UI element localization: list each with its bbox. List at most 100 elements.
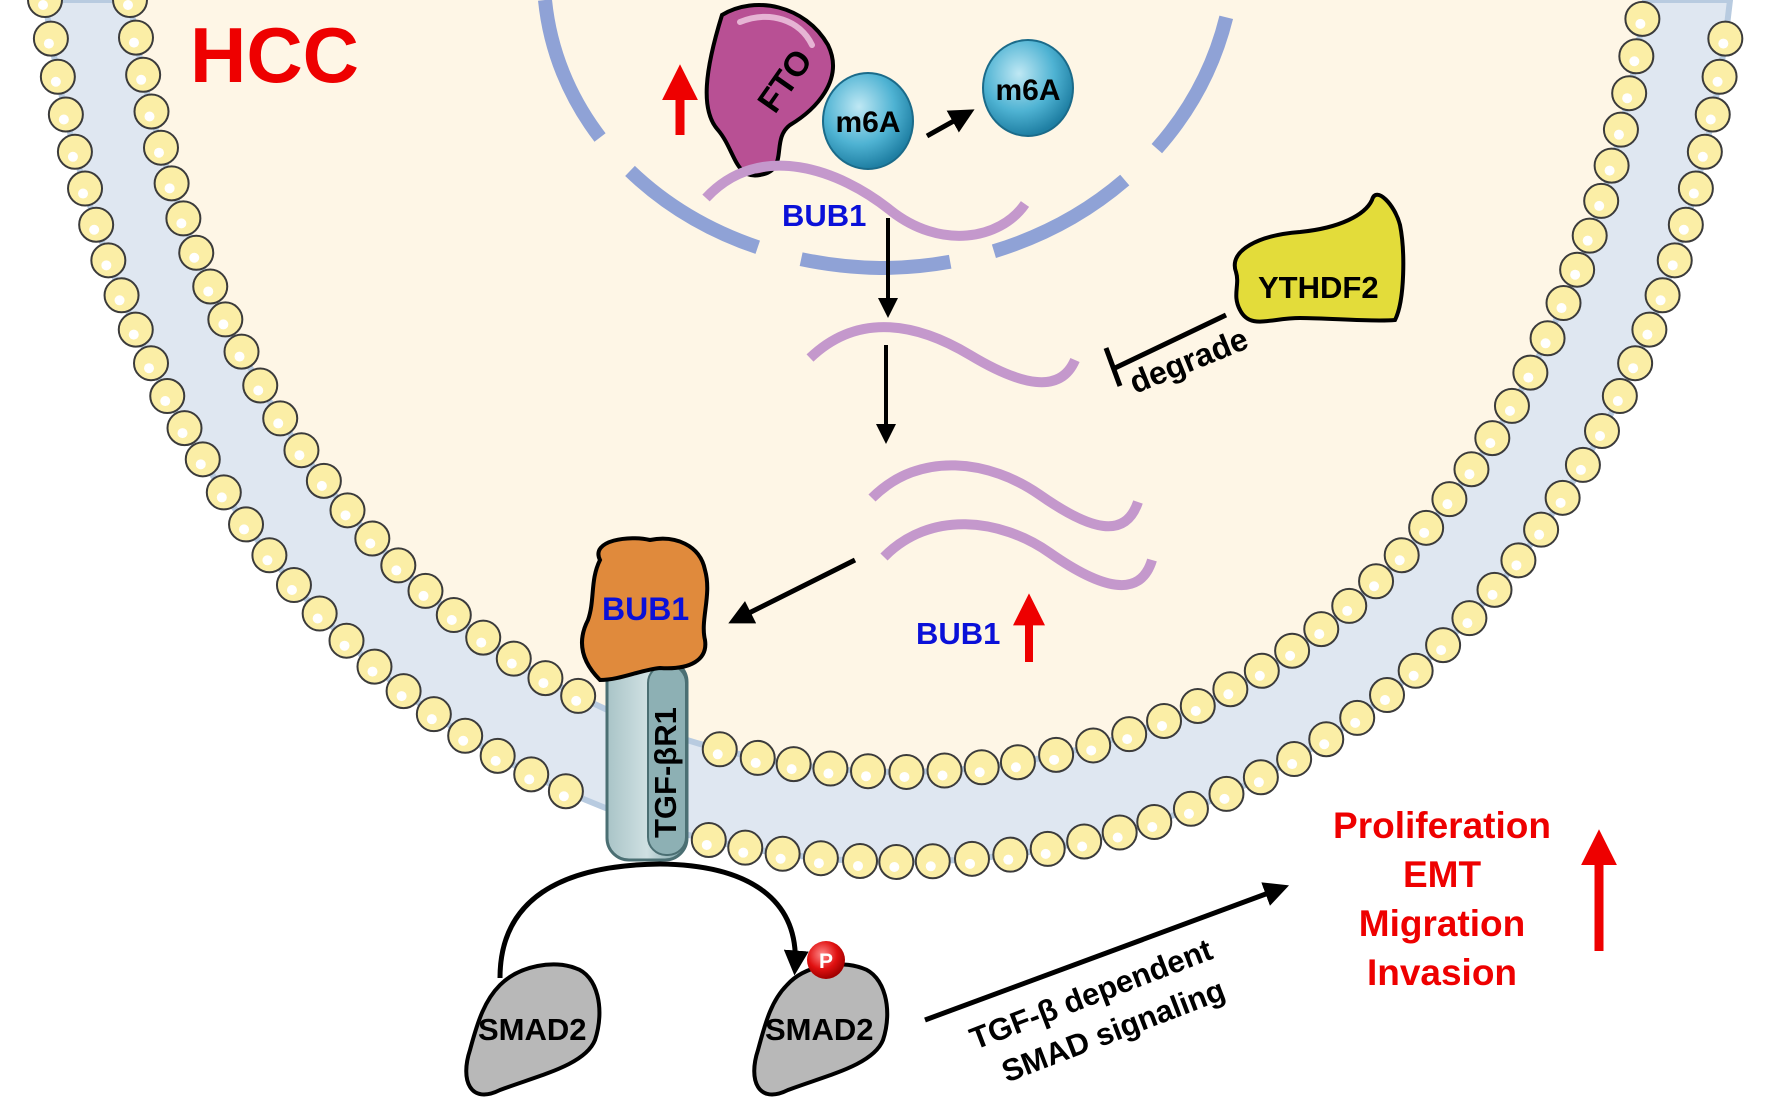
phosphate-group-icon <box>807 941 845 979</box>
lipid-head <box>1677 170 1714 207</box>
lipid-head-highlight <box>253 385 264 396</box>
lipid-head-highlight <box>1319 739 1330 750</box>
lipid-head-highlight <box>1049 754 1060 765</box>
lipid-head <box>1644 277 1681 314</box>
lipid-head <box>560 677 597 714</box>
lipid-head <box>207 301 244 338</box>
lipid-head <box>149 378 186 415</box>
lipid-head <box>356 648 393 685</box>
lipid-head-highlight <box>1285 650 1296 661</box>
lipid-head-highlight <box>391 565 402 576</box>
nuclear-envelope <box>538 0 1237 276</box>
lipid-head-highlight <box>286 585 297 596</box>
lipid-head <box>1611 75 1648 112</box>
lipid-head-highlight <box>1628 363 1639 374</box>
lipid-head-highlight <box>1462 618 1473 629</box>
lipid-head <box>380 547 417 584</box>
lipid-head-highlight <box>446 615 457 626</box>
lipid-head-highlight <box>823 768 834 779</box>
lipid-head <box>1111 716 1148 753</box>
lipid-head <box>1571 217 1608 254</box>
lipid-head <box>1358 563 1395 600</box>
lipid-head <box>999 744 1036 781</box>
lipid-head <box>447 717 484 754</box>
lipid-head <box>527 660 564 697</box>
bub1-protein-label: BUB1 <box>602 591 689 627</box>
lipid-head-highlight <box>538 678 549 689</box>
lipid-head <box>103 277 140 314</box>
lipid-head-highlight <box>1655 295 1666 306</box>
lipid-head-highlight <box>1523 372 1534 383</box>
lipid-head <box>354 520 391 557</box>
m6a-demethylation-arrow <box>925 109 975 139</box>
lipid-head-highlight <box>176 218 187 229</box>
lipid-head <box>1101 814 1138 851</box>
lipid-head <box>1369 677 1406 714</box>
lipid-head <box>1029 830 1066 867</box>
lipid-head <box>117 311 154 348</box>
lipid-head-highlight <box>1086 745 1097 756</box>
lipid-head-highlight <box>1555 497 1566 508</box>
lipid-bilayer <box>27 0 1744 880</box>
lipid-head-highlight <box>216 492 227 503</box>
lipid-head-highlight <box>861 771 872 782</box>
m6a-released-label: m6A <box>995 74 1060 107</box>
lipid-head-highlight <box>218 319 229 330</box>
lipid-head-highlight <box>524 774 535 785</box>
lipid-head <box>1212 671 1249 708</box>
lipid-head-highlight <box>1594 200 1605 211</box>
tgf-br1-receptor: TGF-βR1 <box>605 658 689 862</box>
lipid-head-highlight <box>1183 808 1194 819</box>
lipid-head-highlight <box>195 459 206 470</box>
lipid-head <box>701 731 738 768</box>
lipid-head <box>888 753 925 790</box>
lipid-head <box>125 56 162 93</box>
lipid-head-highlight <box>712 749 723 760</box>
lipid-head-highlight <box>458 735 469 746</box>
lipid-head-highlight <box>101 260 112 271</box>
lipid-head <box>228 506 265 543</box>
lipid-head-highlight <box>1604 165 1615 176</box>
lipid-head-highlight <box>1582 235 1593 246</box>
bub1-mrna-label: BUB1 <box>782 198 866 233</box>
lipid-head <box>850 753 887 790</box>
lipid-head-highlight <box>1287 759 1298 770</box>
lipid-head <box>283 432 320 469</box>
lipid-head <box>1523 511 1560 548</box>
lipid-head-highlight <box>1253 777 1264 788</box>
lipid-head-highlight <box>177 428 188 439</box>
lipid-head <box>1308 721 1345 758</box>
lipid-head <box>1583 182 1620 219</box>
lipid-head-highlight <box>1705 114 1716 125</box>
lipid-head-highlight <box>1697 151 1708 162</box>
lipid-head <box>1451 600 1488 637</box>
lipid-head <box>242 367 279 404</box>
lipid-head <box>1397 652 1434 689</box>
lipid-head-highlight <box>426 714 437 725</box>
lipid-head-highlight <box>365 538 376 549</box>
lipid-head <box>1383 537 1420 574</box>
m6a-bound-label: m6A <box>835 106 900 139</box>
lipid-head <box>117 19 154 56</box>
lipid-head <box>547 773 584 810</box>
lipid-head <box>78 206 115 243</box>
lipid-head-highlight <box>1556 303 1567 314</box>
lipid-head-highlight <box>1613 129 1624 140</box>
lipid-head <box>914 843 951 880</box>
lipid-head-highlight <box>775 853 786 864</box>
lipid-head <box>1339 699 1376 736</box>
lipid-head-highlight <box>1314 629 1325 640</box>
lipid-head-highlight <box>38 0 48 10</box>
lipid-head-highlight <box>1010 762 1021 773</box>
lipid-head <box>184 441 221 478</box>
lipid-head-highlight <box>1219 793 1230 804</box>
lipid-head <box>1493 387 1530 424</box>
lipid-head <box>165 200 202 237</box>
lipid-head <box>727 829 764 866</box>
lipid-head <box>1500 542 1537 579</box>
lipid-head <box>1408 509 1445 546</box>
smad2-phos-label: SMAD2 <box>765 1012 874 1047</box>
lipid-head <box>67 170 104 207</box>
lipid-head-highlight <box>1223 689 1234 700</box>
